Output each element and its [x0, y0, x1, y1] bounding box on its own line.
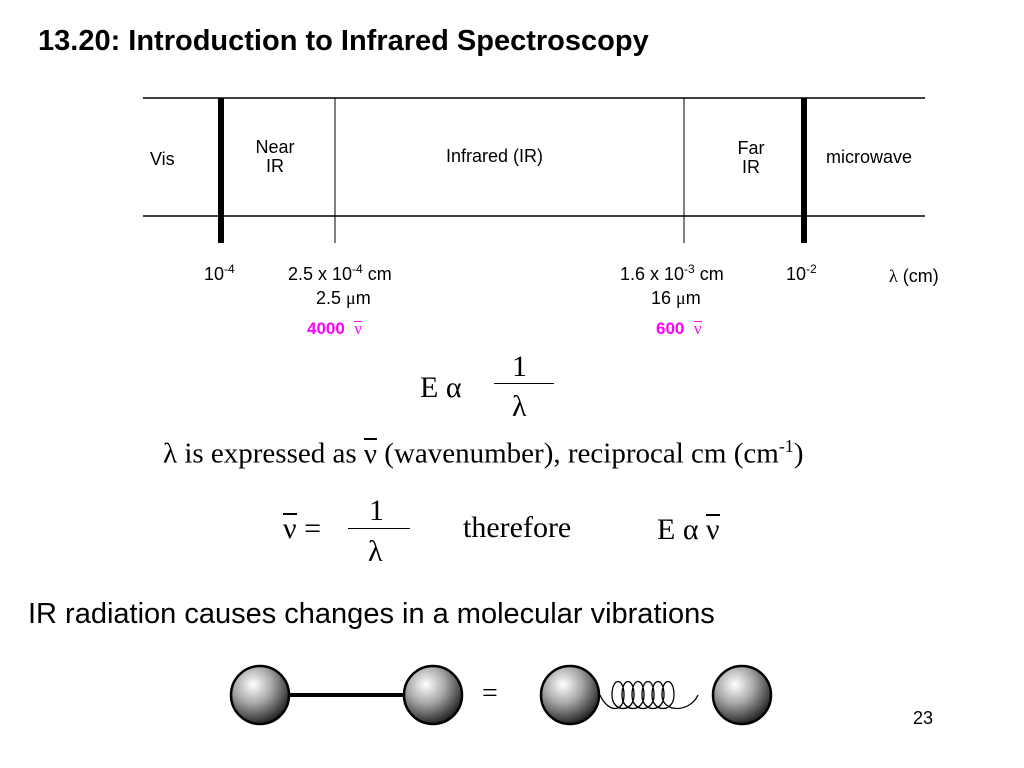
- atom-right: [402, 664, 464, 726]
- slide-title: 13.20: Introduction to Infrared Spectros…: [38, 25, 649, 57]
- eq2-numerator: 1: [369, 494, 384, 527]
- tick-label-1e-2: 10-2: [786, 262, 817, 284]
- eq1-denominator: λ: [512, 390, 527, 423]
- wavenumber-4000: 4000 ν: [307, 319, 362, 338]
- wavenumber-definition: λ is expressed as ν (wavenumber), recipr…: [163, 436, 804, 470]
- spectrum-diagram: [143, 97, 925, 243]
- eq2-fraction-bar: [348, 528, 410, 529]
- atom-left: [229, 664, 291, 726]
- tick-label-2-5e-4: 2.5 x 10-4 cm: [288, 262, 392, 284]
- ir-vibration-statement: IR radiation causes changes in a molecul…: [28, 598, 715, 630]
- eq1-fraction-bar: [494, 383, 554, 384]
- eq1-numerator: 1: [512, 350, 527, 383]
- region-near-ir: Near IR: [255, 137, 295, 176]
- nu-bar-symbol: ν: [354, 319, 362, 338]
- eq2-denominator: λ: [368, 535, 383, 568]
- tick-label-1e-4: 10-4: [204, 262, 235, 284]
- nu-bar-symbol: ν: [693, 319, 702, 338]
- molecule-illustration: [229, 664, 773, 726]
- atom-spring-right: [711, 664, 773, 726]
- nu-bar-symbol: ν: [363, 437, 378, 470]
- nu-bar-symbol: ν: [283, 512, 297, 545]
- page-number: 23: [913, 708, 934, 728]
- eq1-lhs: E α: [420, 371, 462, 404]
- region-vis: Vis: [150, 149, 175, 169]
- eq2-lhs: ν =: [283, 512, 321, 545]
- nu-bar-symbol: ν: [706, 513, 720, 546]
- eq3: E α ν: [657, 513, 720, 546]
- region-far-ir: Far IR: [737, 138, 765, 177]
- atom-spring-left: [539, 664, 601, 726]
- molecule-equals: =: [482, 678, 498, 709]
- wavenumber-600: 600 ν: [656, 319, 702, 338]
- region-microwave: microwave: [826, 147, 913, 167]
- tick-micron-16: 16 μm: [651, 288, 701, 308]
- therefore-text: therefore: [463, 511, 572, 544]
- axis-label-lambda: λ (cm): [889, 266, 939, 286]
- tick-label-1-6e-3: 1.6 x 10-3 cm: [620, 262, 724, 284]
- tick-micron-2-5: 2.5 μm: [316, 288, 371, 308]
- region-infrared: Infrared (IR): [446, 146, 544, 166]
- spring-bond: [599, 680, 699, 710]
